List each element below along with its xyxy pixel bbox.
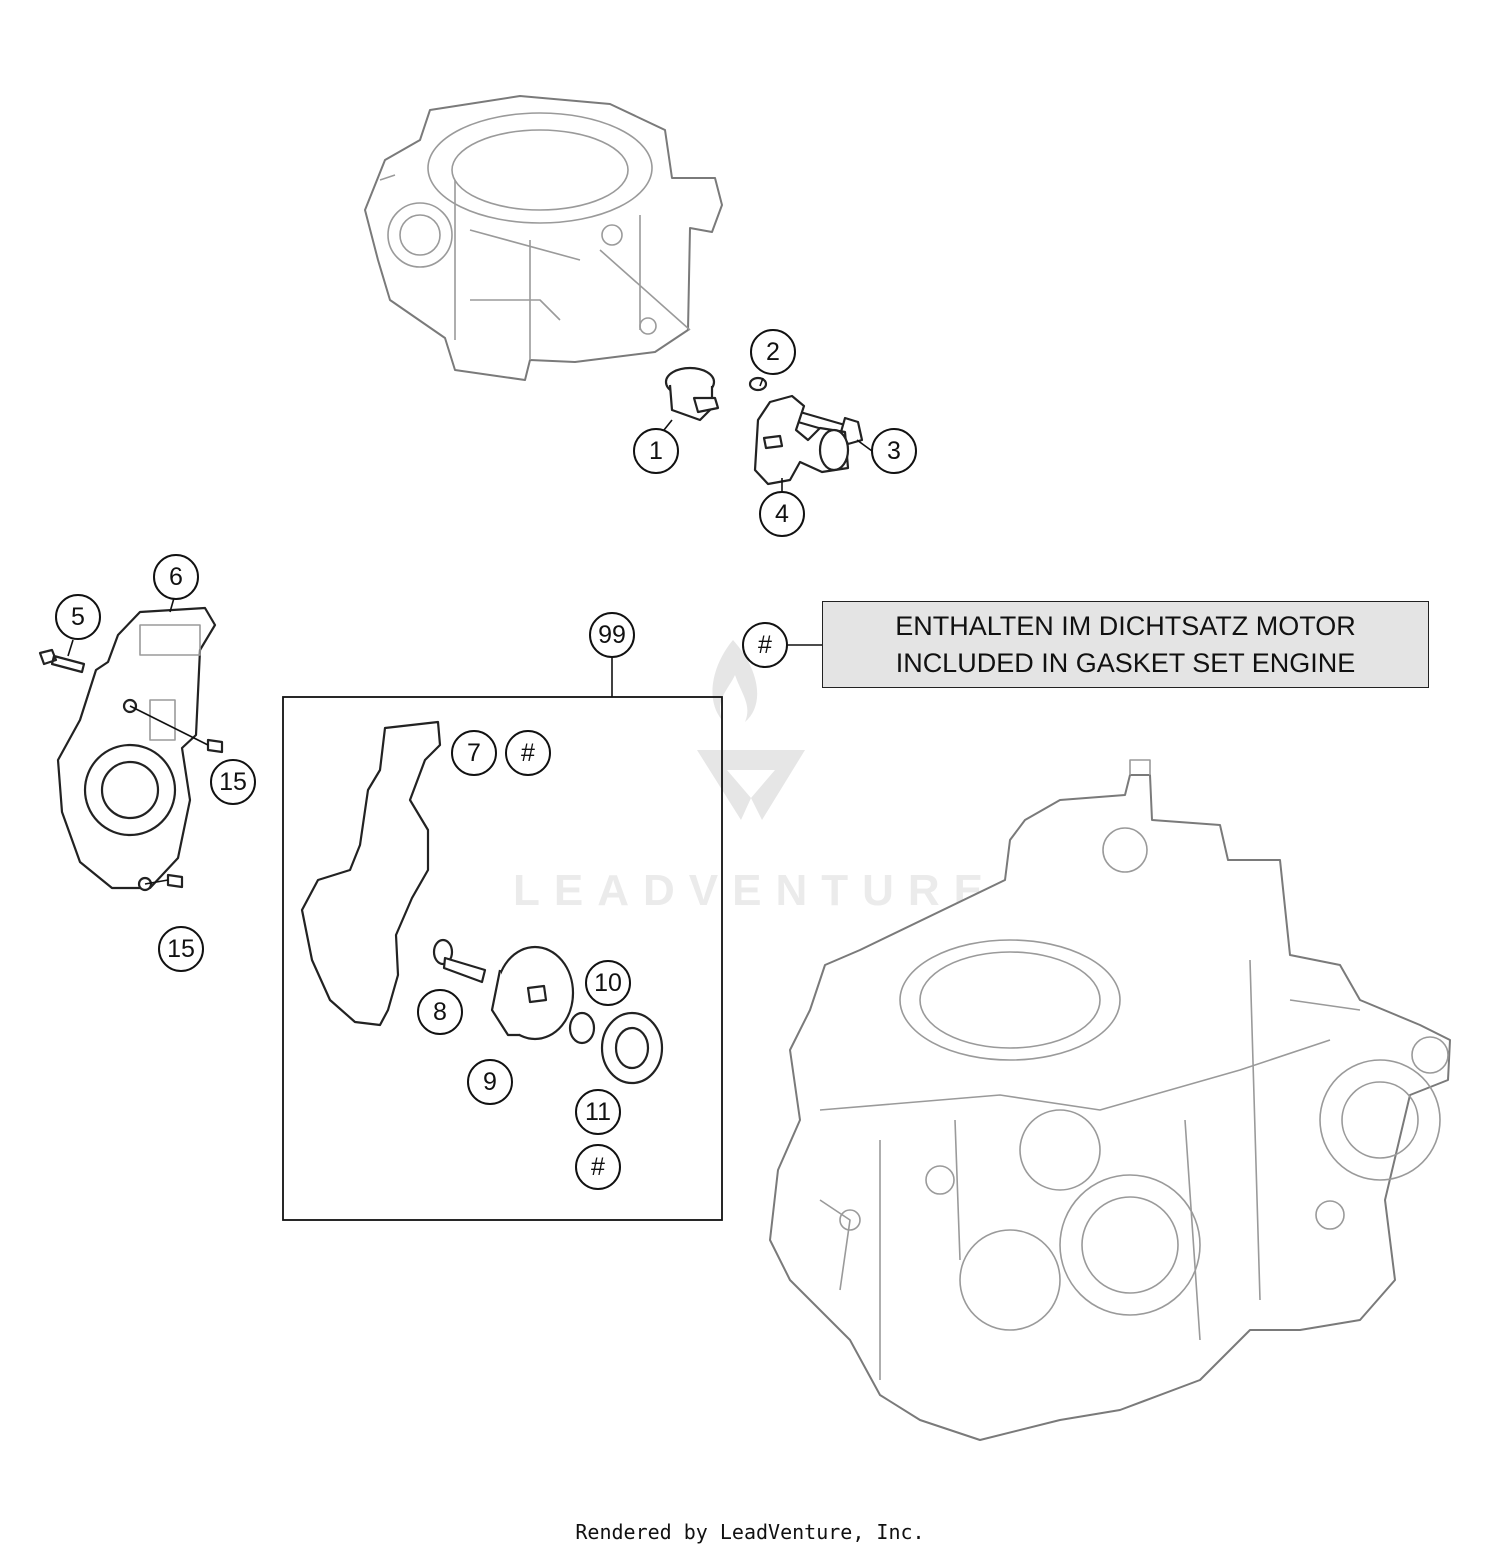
impeller-shaft-drawing (432, 938, 487, 984)
thermostat-drawing (664, 366, 720, 422)
gasket-drawing (300, 720, 442, 1027)
callout-15-upper-label: 15 (219, 768, 247, 796)
o-ring-drawing (748, 376, 768, 392)
callout-7-label: 7 (467, 739, 481, 767)
callout-2: 2 (750, 329, 796, 375)
callout-10: 10 (585, 960, 631, 1006)
callout-11-hash: # (575, 1144, 621, 1190)
callout-4-label: 4 (775, 500, 789, 528)
callout-11-hash-label: # (591, 1153, 605, 1181)
callout-7-hash-label: # (521, 739, 535, 767)
callout-8-label: 8 (433, 998, 447, 1026)
callout-9: 9 (467, 1059, 513, 1105)
watermark-logo: LEADVENTURE (513, 640, 997, 915)
callout-15-upper: 15 (210, 759, 256, 805)
callout-legend-hash-label: # (758, 631, 772, 659)
cylinder-drawing (364, 95, 723, 381)
legend-line-english: INCLUDED IN GASKET SET ENGINE (895, 647, 1356, 678)
callout-8: 8 (417, 989, 463, 1035)
callout-99-label: 99 (598, 621, 626, 649)
callout-6-label: 6 (169, 563, 183, 591)
callout-99: 99 (589, 612, 635, 658)
legend-line-german: ENTHALTEN IM DICHTSATZ MOTOR (895, 610, 1356, 641)
callout-11-label: 11 (585, 1098, 611, 1126)
callout-15-lower: 15 (158, 926, 204, 972)
impeller-drawing (490, 945, 575, 1041)
callout-1-label: 1 (649, 437, 663, 465)
thermostat-housing-drawing (753, 394, 850, 486)
callout-7: 7 (451, 730, 497, 776)
gasket-set-legend: ENTHALTEN IM DICHTSATZ MOTOR INCLUDED IN… (822, 601, 1429, 688)
callout-3: 3 (871, 428, 917, 474)
callout-7-hash: # (505, 730, 551, 776)
watermark-text: LEADVENTURE (513, 866, 997, 915)
callout-5-label: 5 (71, 603, 85, 631)
callout-15-lower-label: 15 (167, 935, 195, 963)
callout-legend-hash: # (742, 622, 788, 668)
footer-credit: Rendered by LeadVenture, Inc. (575, 1520, 925, 1544)
callout-2-label: 2 (766, 338, 780, 366)
shaft-seal-drawing (600, 1011, 664, 1085)
callout-10-label: 10 (594, 969, 622, 997)
callout-9-label: 9 (483, 1068, 497, 1096)
callout-6: 6 (153, 554, 199, 600)
callout-1: 1 (633, 428, 679, 474)
callout-3-label: 3 (887, 437, 901, 465)
callout-11: 11 (575, 1089, 621, 1135)
callout-4: 4 (759, 491, 805, 537)
callout-5: 5 (55, 594, 101, 640)
kit-99-box (282, 696, 723, 1221)
crankcase-drawing (769, 759, 1451, 1441)
ring-drawing (568, 1011, 596, 1045)
water-pump-cover-drawing (38, 606, 224, 892)
